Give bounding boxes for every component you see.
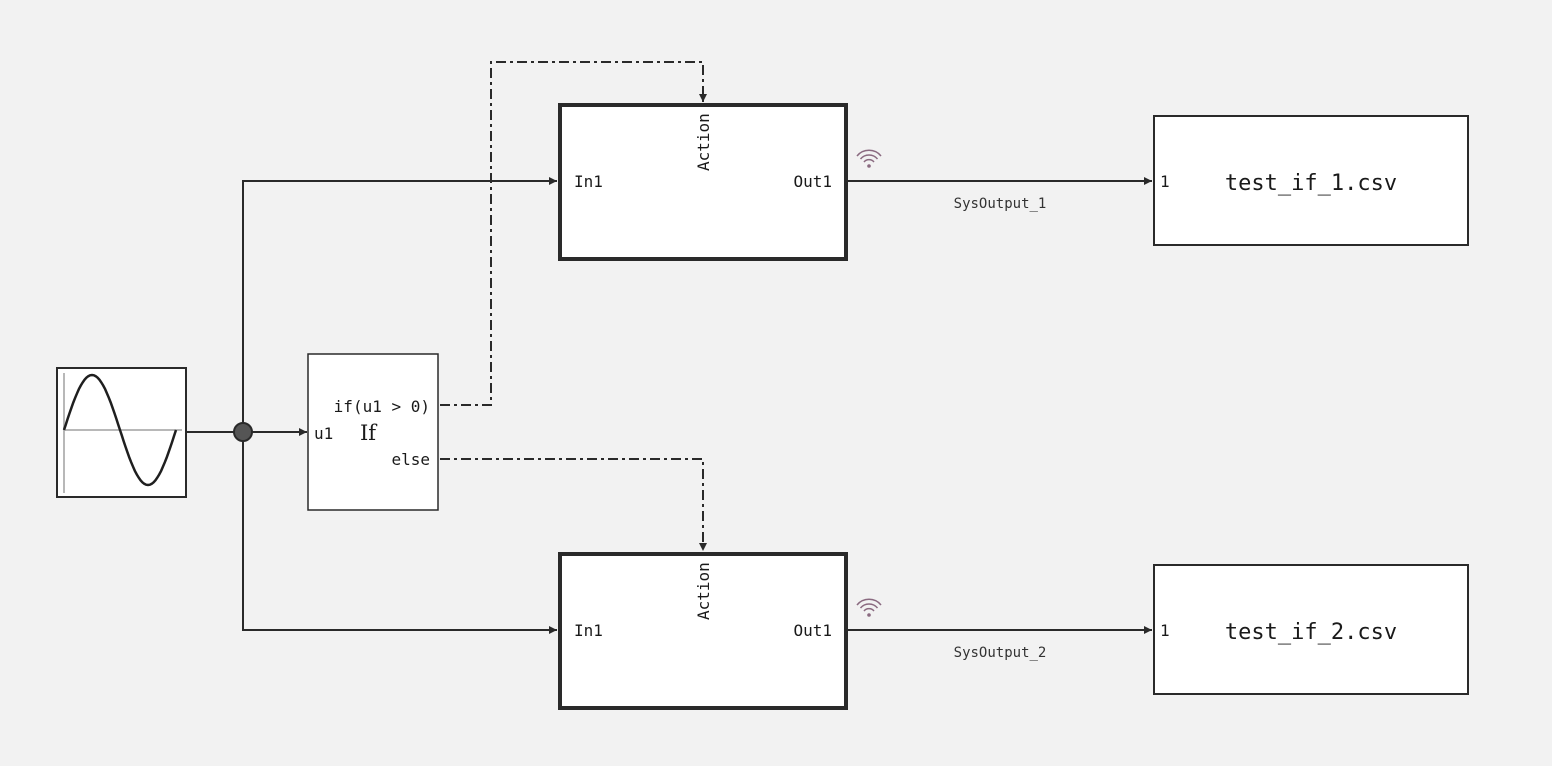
sine-wave-block[interactable] — [56, 367, 187, 498]
output-2-port-label: 1 — [1160, 621, 1170, 640]
if-block-if-port-label: if(u1 > 0) — [334, 397, 430, 416]
action-line-else-to-subsystem-2[interactable] — [440, 458, 707, 551]
signal-broadcast-icon[interactable] — [856, 149, 882, 168]
subsystem-2-in-port-label: In1 — [574, 621, 603, 640]
wire-branch-to-subsystem-1[interactable] — [242, 177, 557, 432]
if-block-input-port-label: u1 — [314, 424, 333, 443]
sine-wave-icon — [62, 373, 182, 493]
subsystem-2-action-port-label: Action — [694, 562, 713, 620]
output-1-file-label: test_if_1.csv — [1225, 171, 1397, 196]
branch-point[interactable] — [233, 422, 253, 442]
output-1-port-label: 1 — [1160, 172, 1170, 191]
if-block-else-port-label: else — [391, 450, 430, 469]
subsystem-1-in-port-label: In1 — [574, 172, 603, 191]
signal-label-1[interactable]: SysOutput_1 — [954, 196, 1047, 212]
output-file-block-1[interactable]: 1 test_if_1.csv — [1153, 115, 1469, 246]
subsystem-1-out-port-label: Out1 — [793, 172, 832, 191]
output-2-file-label: test_if_2.csv — [1225, 620, 1397, 645]
action-subsystem-2[interactable]: In1 Out1 Action — [558, 552, 848, 710]
subsystem-2-out-port-label: Out1 — [793, 621, 832, 640]
signal-broadcast-icon[interactable] — [856, 598, 882, 617]
wire-branch-to-subsystem-2[interactable] — [242, 432, 557, 634]
action-subsystem-1[interactable]: In1 Out1 Action — [558, 103, 848, 261]
output-file-block-2[interactable]: 1 test_if_2.csv — [1153, 564, 1469, 695]
if-block[interactable]: if(u1 > 0) u1 If else — [307, 353, 439, 511]
action-line-if-to-subsystem-1[interactable] — [440, 61, 707, 406]
signal-label-2[interactable]: SysOutput_2 — [954, 645, 1047, 661]
subsystem-1-action-port-label: Action — [694, 113, 713, 171]
if-block-title: If — [360, 421, 378, 445]
